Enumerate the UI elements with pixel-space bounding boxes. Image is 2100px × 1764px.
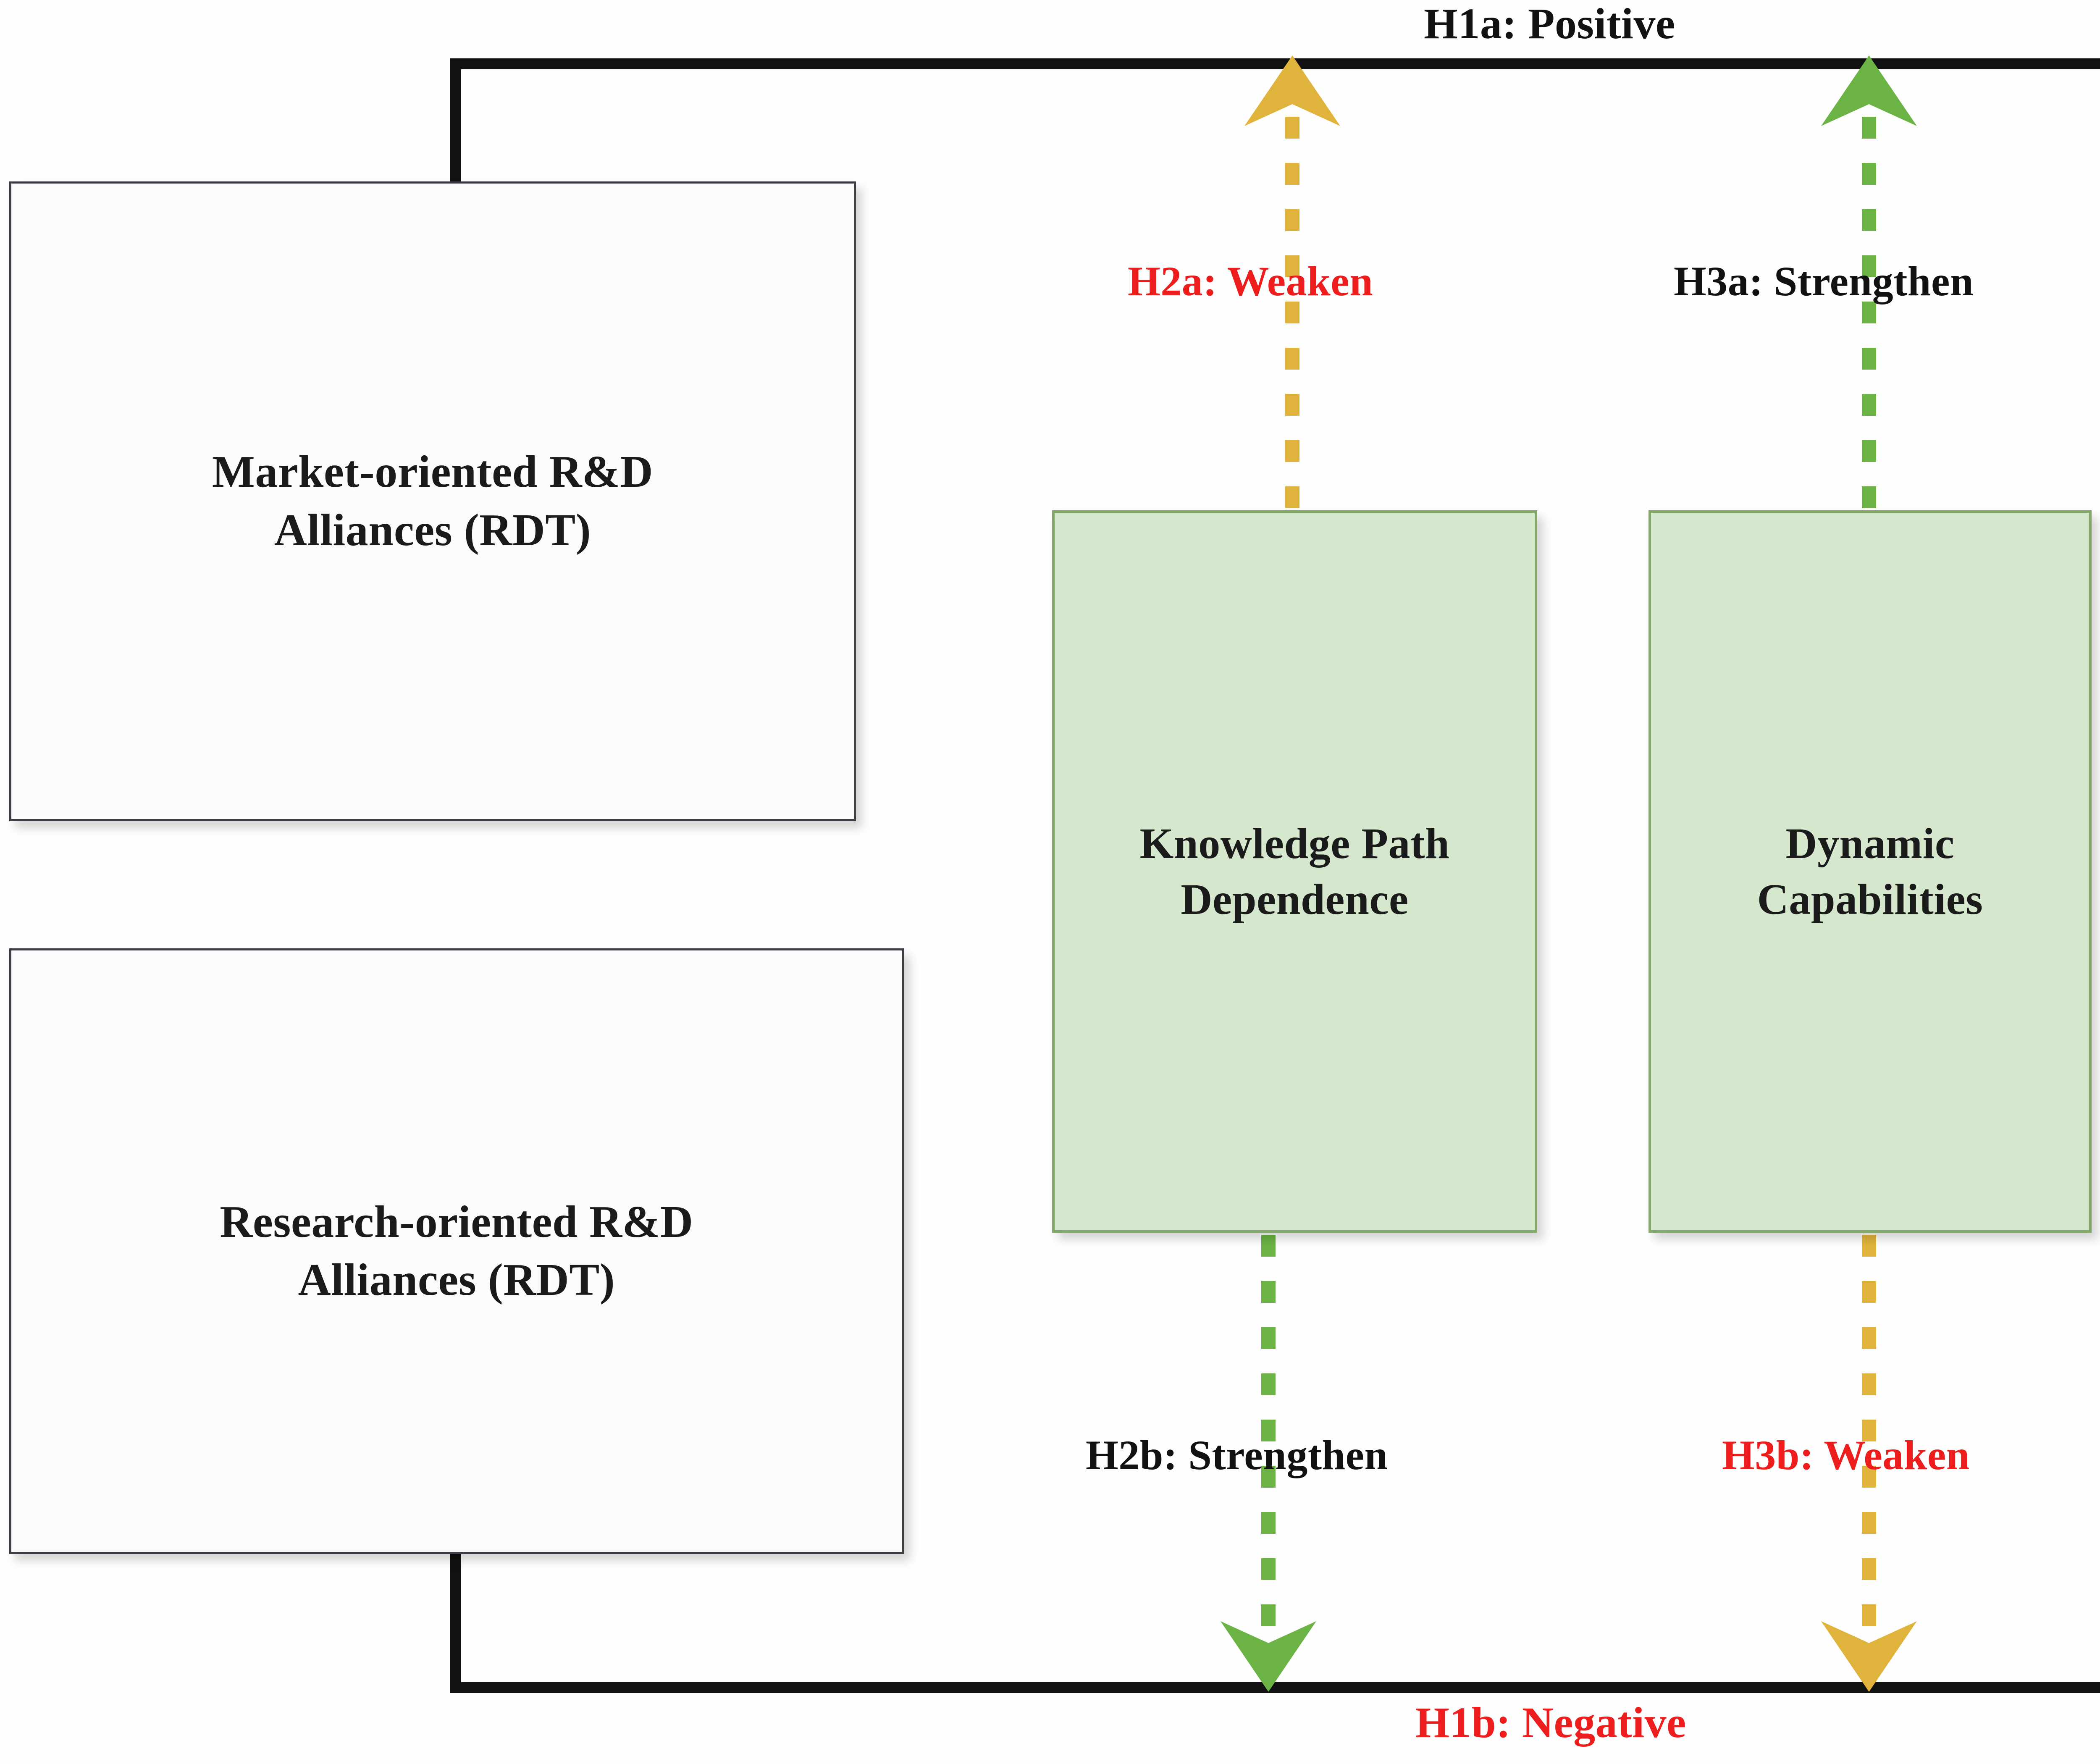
- node-label-line-2: Alliances (RDT): [274, 505, 591, 555]
- node-knowledge-path-dependence[interactable]: Knowledge Path Dependence: [1052, 510, 1537, 1233]
- connector-h2a: [1244, 55, 1340, 508]
- node-label: Knowledge Path Dependence: [1127, 816, 1462, 927]
- node-label-line-1: Market-oriented R&D: [212, 447, 654, 497]
- edge-label-h1a: H1a: Positive: [1424, 0, 1675, 48]
- edge-label-h3a: H3a: Strengthen: [1674, 258, 1974, 304]
- connector-h3a: [1821, 55, 1917, 508]
- node-label: Research-oriented R&D Alliances (RDT): [207, 1193, 706, 1309]
- node-label-line-2: Alliances (RDT): [298, 1255, 615, 1305]
- node-label-line-2: Capabilities: [1757, 875, 1983, 924]
- node-label-line-1: Knowledge Path: [1139, 819, 1450, 868]
- node-research-oriented-alliances[interactable]: Research-oriented R&D Alliances (RDT): [9, 948, 904, 1554]
- node-label-line-2: Dependence: [1181, 875, 1409, 924]
- node-dynamic-capabilities[interactable]: Dynamic Capabilities: [1648, 510, 2092, 1233]
- node-label: Market-oriented R&D Alliances (RDT): [200, 443, 666, 559]
- node-market-oriented-alliances[interactable]: Market-oriented R&D Alliances (RDT): [9, 181, 856, 821]
- connector-h3b: [1821, 1235, 1917, 1692]
- node-label-line-1: Dynamic: [1785, 819, 1955, 868]
- node-label-line-1: Research-oriented R&D: [220, 1197, 693, 1247]
- edge-label-h2b: H2b: Strengthen: [1086, 1432, 1388, 1478]
- connector-h2b: [1221, 1235, 1316, 1692]
- edge-label-h1b: H1b: Negative: [1415, 1698, 1686, 1747]
- edge-label-h2a: H2a: Weaken: [1128, 258, 1373, 304]
- node-label: Dynamic Capabilities: [1745, 816, 1996, 927]
- connector-h1b: [450, 1549, 2100, 1693]
- edge-label-h3b: H3b: Weaken: [1722, 1432, 1970, 1478]
- connector-h1a: [450, 58, 2100, 187]
